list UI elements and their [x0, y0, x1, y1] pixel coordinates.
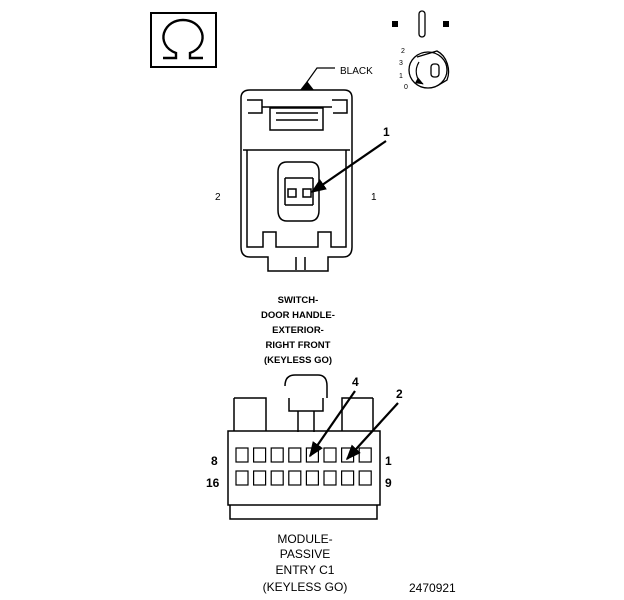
connector-color-label: BLACK	[340, 66, 373, 77]
key-position-label: 3	[399, 60, 403, 67]
connector-name-line: ENTRY C1	[276, 563, 335, 577]
callout-label-2: 2	[396, 387, 403, 401]
callout-label-4: 4	[352, 375, 359, 389]
connector-cavity	[288, 470, 302, 486]
connector-cavity	[270, 470, 284, 486]
connector-cavity	[270, 447, 284, 463]
connector-cavity	[305, 470, 319, 486]
polarity-arrow-icon	[300, 81, 314, 90]
ignition-key-icon	[392, 10, 450, 89]
cavity-side-label-right: 1	[371, 192, 377, 203]
cavity-row-label: 9	[385, 476, 392, 490]
connector-cavity	[305, 447, 319, 463]
cavity-row-label: 1	[385, 454, 392, 468]
key-position-label: 0	[404, 84, 408, 91]
cavity-row-label: 16	[206, 476, 220, 490]
connector-cavity	[253, 447, 267, 463]
key-position-label: 2	[401, 48, 405, 55]
cavity-row-label: 8	[211, 454, 218, 468]
key-position-label: 1	[399, 73, 403, 80]
module-connector-name: MODULE- PASSIVE ENTRY C1 (KEYLESS GO)	[263, 532, 348, 594]
color-leader-line	[306, 67, 335, 83]
cavity-side-label-left: 2	[215, 192, 221, 203]
callout-leader-2	[345, 402, 399, 461]
connector-name-line: RIGHT FRONT	[266, 340, 331, 351]
callout-label-1: 1	[383, 125, 390, 139]
switch-connector	[240, 89, 353, 272]
connector-name-line: DOOR HANDLE-	[261, 310, 335, 321]
connector-name-line: (KEYLESS GO)	[263, 580, 348, 594]
connector-cavity	[235, 470, 249, 486]
connector-cavity	[323, 470, 337, 486]
module-connector	[227, 374, 381, 520]
connector-name-line: SWITCH-	[278, 295, 319, 306]
connector-cavity	[323, 447, 337, 463]
connector-cavity	[288, 447, 302, 463]
callout-leader-1	[310, 140, 387, 193]
connector-cavity	[341, 470, 355, 486]
switch-connector-name: SWITCH- DOOR HANDLE- EXTERIOR- RIGHT FRO…	[261, 295, 335, 366]
connector-cavity	[358, 447, 372, 463]
connector-cavity	[358, 470, 372, 486]
ohm-symbol-icon	[150, 12, 217, 68]
figure-number: 2470921	[409, 581, 456, 595]
connector-name-line: PASSIVE	[280, 547, 330, 561]
callout-leader-4	[309, 390, 356, 458]
connector-cavity	[235, 447, 249, 463]
connector-name-line: MODULE-	[277, 532, 332, 546]
connector-cavity	[253, 470, 267, 486]
cavity-grid	[235, 447, 372, 486]
connector-name-line: EXTERIOR-	[272, 325, 324, 336]
connector-name-line: (KEYLESS GO)	[264, 355, 332, 366]
